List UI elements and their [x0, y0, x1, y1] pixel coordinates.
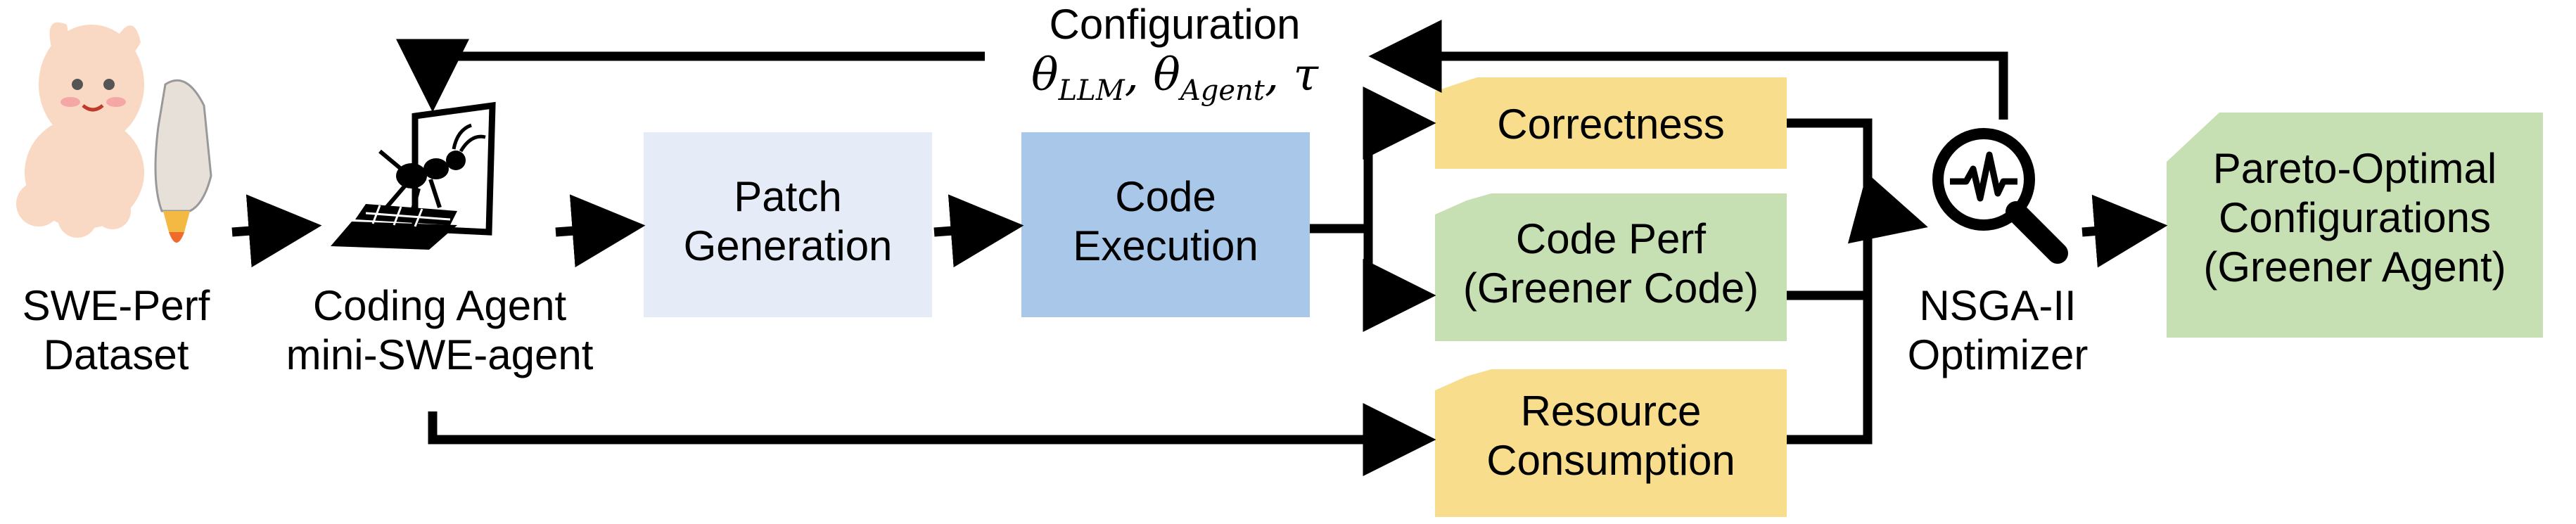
coding-agent-label: Coding Agent mini-SWE-agent — [286, 282, 594, 379]
code-execution-box — [1021, 132, 1310, 317]
configuration-label: Configuration θLLM, θAgent, τ — [992, 0, 1358, 108]
feedback-line-right — [1368, 20, 2008, 120]
feedback-line-left — [396, 39, 985, 113]
pareto-box — [2167, 113, 2543, 338]
optimizer-label: NSGA-II Optimizer — [1907, 282, 2089, 379]
arrow-dataset-agent — [231, 194, 322, 268]
resource-box — [1435, 369, 1787, 517]
llama-rocket-icon — [16, 22, 212, 243]
arrow-patch-execution — [933, 194, 1024, 268]
resource-consumption-label: Resource Consumption — [1486, 388, 1735, 485]
ant-computer-icon — [331, 101, 496, 250]
correctness-box — [1435, 77, 1787, 169]
code-execution-label: Code Execution — [1073, 173, 1258, 270]
arrow-agent-patch — [555, 194, 646, 268]
magnifier-waveform-icon — [1932, 128, 2068, 264]
dataset-label: SWE-Perf Dataset — [22, 282, 210, 379]
code-perf-box — [1435, 193, 1787, 341]
patch-generation-label: Patch Generation — [683, 173, 893, 270]
configuration-params: θLLM, θAgent, τ — [1031, 49, 1318, 108]
split-line-down — [1363, 229, 1436, 332]
split-line — [1310, 87, 1436, 234]
patch-generation-box — [644, 132, 932, 317]
code-perf-label: Code Perf (Greener Code) — [1462, 215, 1759, 312]
arrow-agent-resource — [428, 403, 1436, 476]
arrow-into-optimizer — [1847, 172, 1928, 244]
merge-correctness — [1787, 118, 1873, 445]
arrow-optimizer-pareto — [2081, 194, 2168, 268]
pareto-label: Pareto-Optimal Configurations (Greener A… — [2203, 145, 2506, 291]
configuration-title: Configuration — [1049, 1, 1301, 48]
correctness-label: Correctness — [1497, 101, 1725, 148]
